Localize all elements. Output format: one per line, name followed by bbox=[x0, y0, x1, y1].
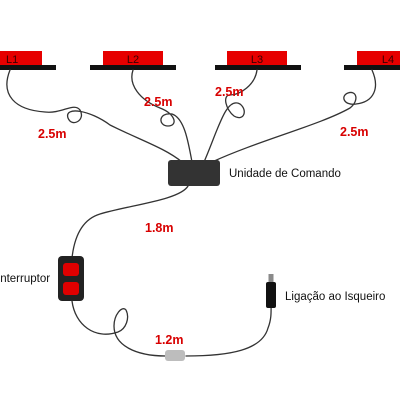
lamp-l1-base bbox=[0, 65, 56, 70]
lamp-l1: L1 bbox=[0, 51, 56, 70]
control-unit-label: Unidade de Comando bbox=[229, 168, 341, 180]
switch-button-bottom bbox=[63, 282, 79, 295]
lamp-l1-light bbox=[0, 51, 42, 65]
lamp-l3-base bbox=[215, 65, 301, 70]
switch bbox=[58, 256, 84, 301]
lamp-l4: L4 bbox=[344, 51, 400, 70]
lamp-l2-label: L2 bbox=[127, 54, 139, 66]
lamp-l4-label: L4 bbox=[382, 54, 394, 66]
cable-connector bbox=[165, 350, 185, 361]
lamp-l4-light bbox=[357, 51, 400, 65]
cable-length-l1: 2.5m bbox=[38, 127, 67, 141]
cable-length-l3: 2.5m bbox=[215, 85, 244, 99]
lamp-l4-base bbox=[344, 65, 400, 70]
control-unit-box bbox=[168, 160, 220, 186]
cable-l1 bbox=[6, 69, 183, 163]
cable-length-switch: 1.8m bbox=[145, 221, 174, 235]
lamp-l3: L3 bbox=[215, 51, 301, 70]
switch-button-top bbox=[63, 263, 79, 276]
cable-l2 bbox=[131, 69, 193, 163]
lamp-l3-light bbox=[227, 51, 287, 65]
lamp-l2: L2 bbox=[90, 51, 176, 70]
cable-length-l4: 2.5m bbox=[340, 125, 369, 139]
lighter-plug-body bbox=[266, 282, 276, 308]
cable-control-to-switch bbox=[71, 185, 189, 259]
lighter-plug-label: Ligação ao Isqueiro bbox=[285, 291, 385, 303]
lamp-l3-label: L3 bbox=[251, 54, 263, 66]
lamp-l2-base bbox=[90, 65, 176, 70]
cable-l4 bbox=[211, 69, 377, 163]
cable-length-plug: 1.2m bbox=[155, 333, 184, 347]
cable-length-l2: 2.5m bbox=[144, 95, 173, 109]
lamp-l2-light bbox=[103, 51, 163, 65]
switch-label: Interruptor bbox=[0, 273, 50, 285]
lamp-l1-label: L1 bbox=[6, 54, 18, 66]
cable-l3 bbox=[203, 69, 258, 163]
lighter-plug bbox=[266, 274, 276, 308]
lighter-plug-tip bbox=[268, 274, 274, 282]
cable-switch-to-plug bbox=[71, 299, 272, 357]
